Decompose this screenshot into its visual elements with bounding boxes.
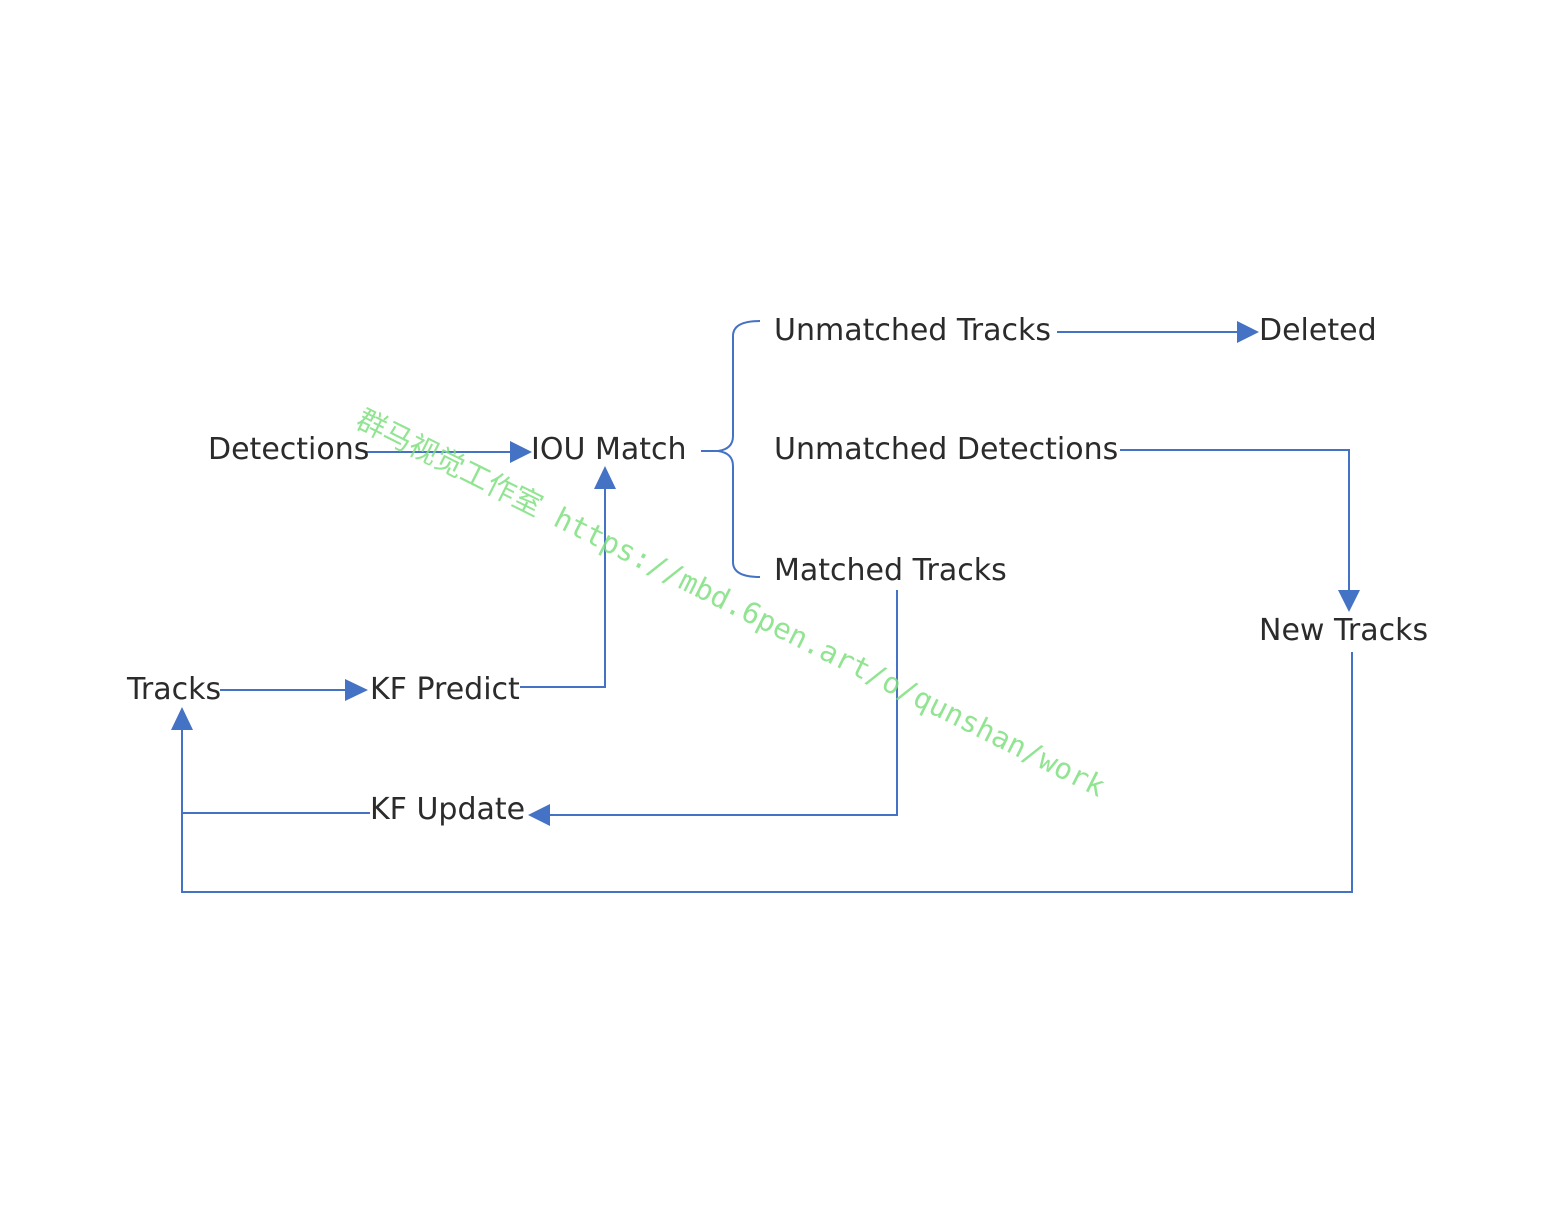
node-new-tracks: New Tracks: [1259, 613, 1429, 648]
node-unmatched-tracks: Unmatched Tracks: [774, 313, 1052, 348]
brace-iou-match-results: [701, 320, 761, 578]
edge-matched-tracks-to-kf-update: [548, 590, 898, 816]
node-deleted: Deleted: [1259, 313, 1377, 348]
node-tracks: Tracks: [127, 672, 222, 707]
node-unmatched-detections: Unmatched Detections: [774, 432, 1119, 467]
node-matched-tracks: Matched Tracks: [774, 553, 1007, 588]
arrowhead-kf-update: [528, 804, 550, 826]
node-kf-update: KF Update: [370, 792, 526, 827]
edge-kf-predict-to-iou-match: [520, 488, 606, 688]
edge-new-tracks-to-tracks: [181, 652, 1353, 893]
arrowhead-iou-match: [510, 441, 532, 463]
arrowhead-tracks: [171, 707, 193, 730]
arrowhead-deleted: [1237, 321, 1259, 343]
arrowhead-new-tracks: [1338, 590, 1360, 612]
edge-kf-update-to-tracks: [181, 728, 370, 814]
arrowhead-kf-predict: [345, 679, 368, 701]
edge-unmatched-detections-to-new-tracks: [1120, 449, 1350, 594]
node-iou-match: IOU Match: [531, 432, 687, 467]
node-detections: Detections: [208, 432, 370, 467]
arrowhead-iou-match-from-kf: [594, 466, 616, 489]
node-kf-predict: KF Predict: [370, 672, 520, 707]
